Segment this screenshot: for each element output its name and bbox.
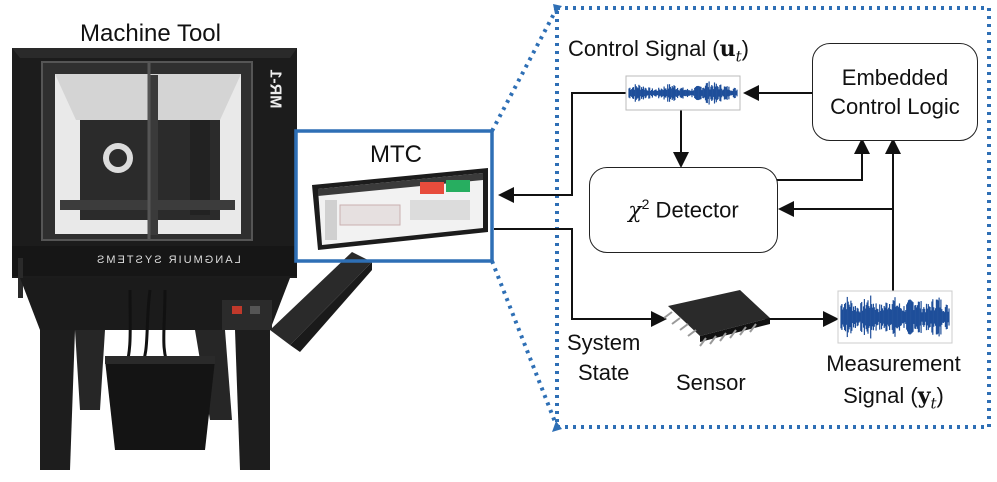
- embedded-control-logic-box: Embedded Control Logic: [812, 43, 978, 141]
- embedded-line2: Control Logic: [830, 94, 960, 119]
- measurement-signal-label: Measurement Signal (yt): [826, 351, 961, 413]
- machine-tool-title: Machine Tool: [80, 20, 221, 47]
- mtc-label: MTC: [370, 141, 422, 168]
- embedded-line1: Embedded: [841, 65, 949, 90]
- control-signal-label: Control Signal (ut): [568, 36, 749, 66]
- detector-text: Detector: [649, 197, 739, 223]
- detector-chi: χ: [628, 198, 642, 224]
- chi-squared-detector-box: χ2 Detector: [589, 167, 778, 253]
- sensor-label: Sensor: [676, 370, 746, 395]
- system-state-label: System State: [567, 330, 641, 385]
- detector-sup: 2: [641, 196, 650, 213]
